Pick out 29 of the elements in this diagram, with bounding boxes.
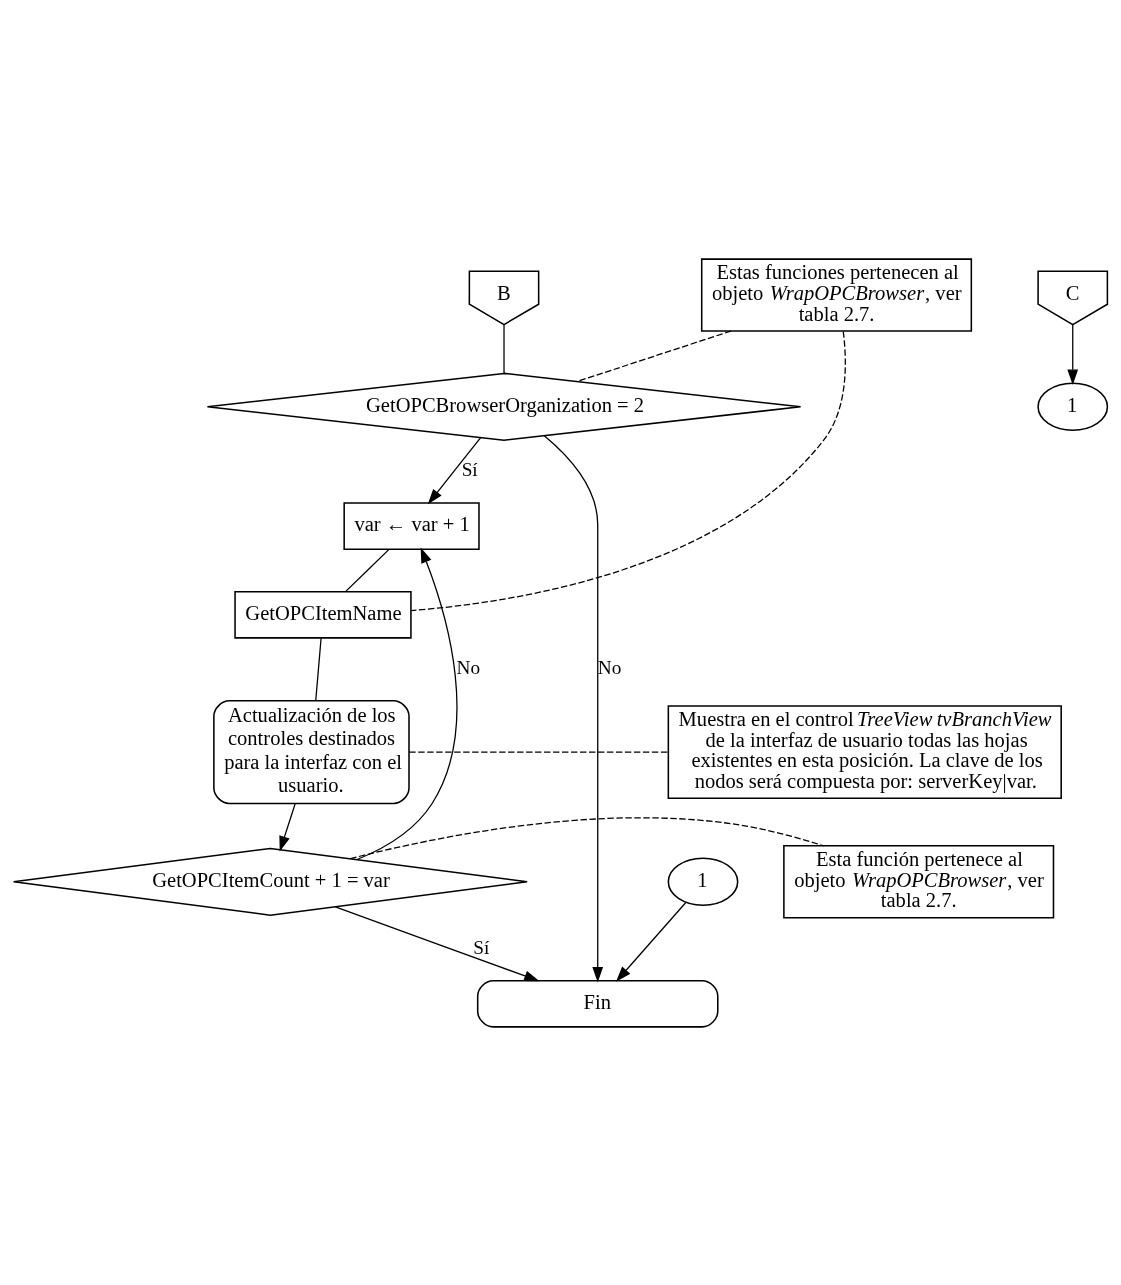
- node-box: Esta función pertenece al objeto WrapOPCBrowser, ver tabla 2.7.: [783, 844, 1055, 918]
- arrow: [1067, 323, 1079, 385]
- node-box: GetOPCItemName: [234, 590, 412, 639]
- connector: [408, 751, 669, 753]
- arrow: [616, 901, 687, 982]
- connector: [503, 323, 505, 374]
- arrow: [543, 434, 604, 982]
- edge-label: No: [597, 656, 622, 678]
- arrow: [427, 436, 482, 504]
- node-box: Estas funciones pertenecen al objeto WrapOPCBrowser, ver tabla 2.7.: [700, 257, 973, 332]
- connector: [345, 548, 390, 592]
- edge-label: No: [456, 656, 481, 678]
- arrow: [356, 547, 458, 860]
- node-box: Fin: [476, 979, 719, 1028]
- node-box: Actualización de los controles destinados para la interfaz con el usuario.: [213, 699, 410, 804]
- node-ellipse: 1: [667, 857, 739, 906]
- connector: [576, 329, 732, 382]
- node-diamond: GetOPCItemCount + 1 = var: [12, 847, 528, 916]
- connector: [349, 816, 825, 859]
- connector: [315, 637, 322, 701]
- node-diamond: GetOPCBrowserOrganization = 2: [206, 372, 802, 441]
- connector: [410, 330, 846, 611]
- arrow: [279, 802, 296, 851]
- node-box: var ← var + 1: [343, 501, 480, 550]
- node-box: Muestra en el control TreeView tvBranchView de la interfaz de usuario todas las hojas existentes en esta posición. La clave de los nodos será compuesta por: serverKey|var.: [667, 704, 1062, 799]
- edge-label: Sí: [461, 458, 478, 480]
- node-ellipse: 1: [1037, 382, 1109, 431]
- edge-label: Sí: [473, 936, 490, 958]
- arrow: [334, 905, 540, 981]
